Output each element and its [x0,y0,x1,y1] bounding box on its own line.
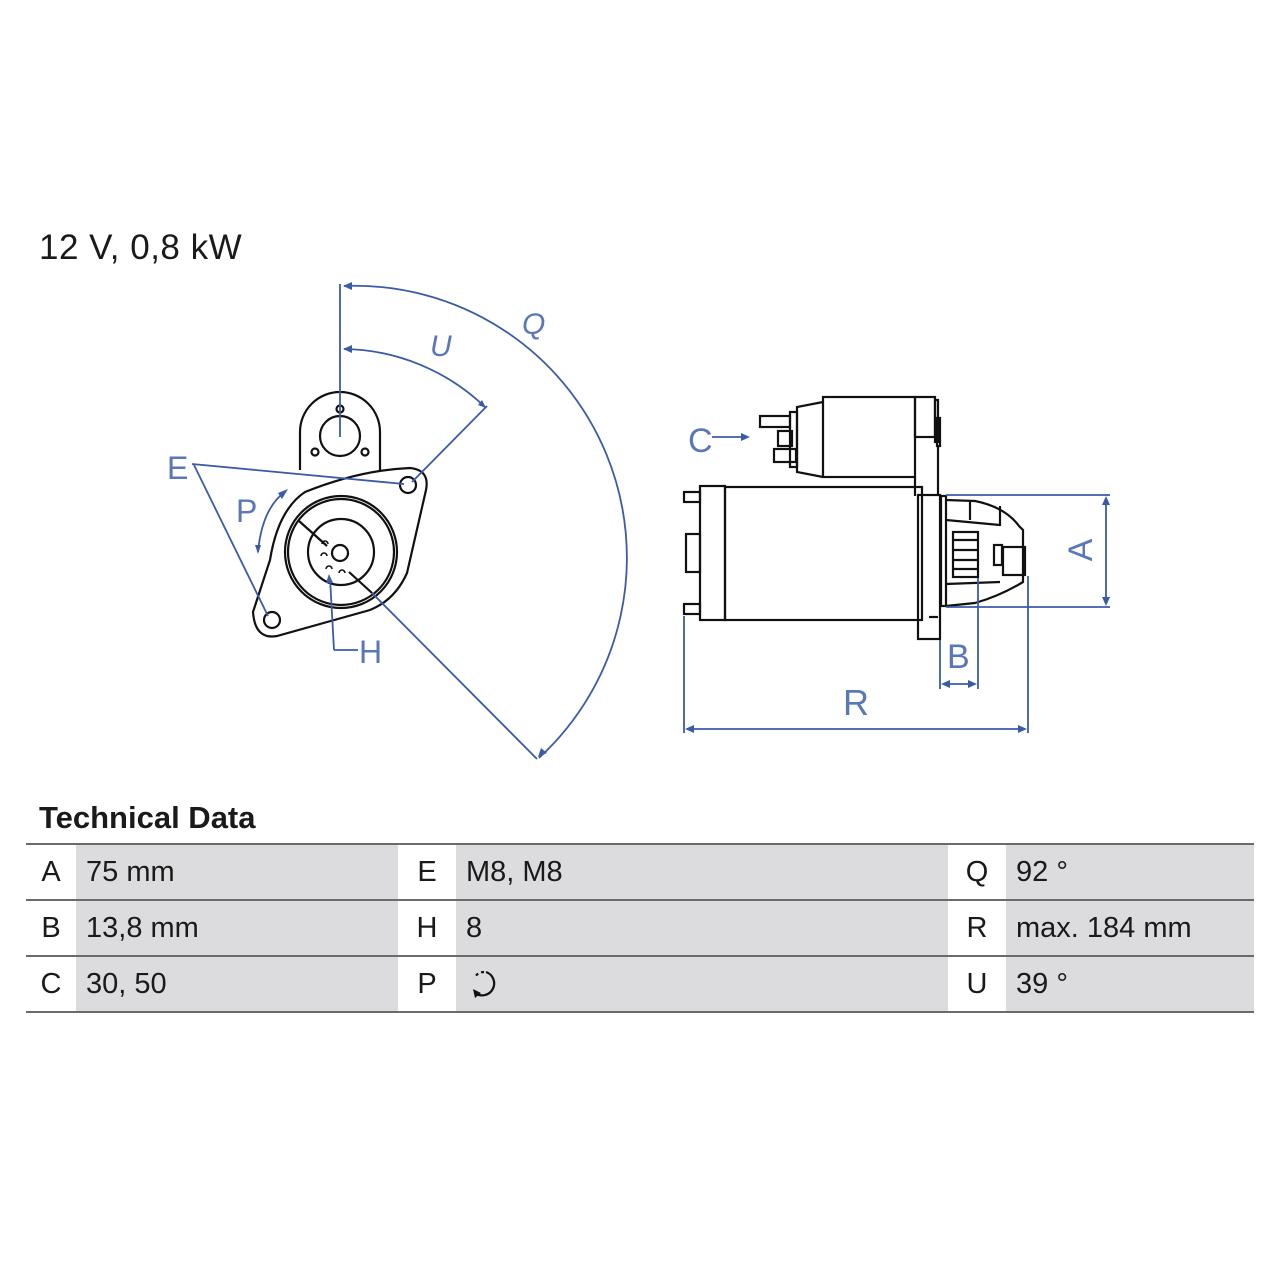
label-E: E [167,450,188,486]
spec-key: C [26,955,76,1013]
spec-key: Q [948,843,1006,901]
spec-value: 13,8 mm [76,899,398,957]
spec-key: U [948,955,1006,1013]
spec-key: B [26,899,76,957]
side-view-labels: C A B R [688,422,1100,723]
technical-data-table: A 75 mm E M8, M8 Q 92 ° B 13,8 mm H 8 R … [26,843,1254,1013]
rotation-direction-counterclockwise-icon [473,970,496,998]
spec-key: H [398,899,456,957]
front-view [251,390,428,638]
spec-value: M8, M8 [456,843,948,901]
table-row: A 75 mm E M8, M8 Q 92 ° [26,843,1254,901]
side-view [682,395,1027,641]
label-Q: Q [522,308,545,341]
label-R: R [843,682,869,723]
label-H: H [359,634,382,670]
table-row: B 13,8 mm H 8 R max. 184 mm [26,899,1254,957]
spec-key: P [398,955,456,1013]
spec-value: max. 184 mm [1006,899,1254,957]
table-row: C 30, 50 P U 39 ° [26,955,1254,1013]
side-view-dimensions [683,433,1110,733]
spec-key: A [26,843,76,901]
spec-key: R [948,899,1006,957]
label-A: A [1062,538,1100,561]
label-B: B [947,638,970,676]
product-voltage-power: 12 V, 0,8 kW [39,228,243,267]
label-U: U [430,330,452,363]
spec-value: 39 ° [1006,955,1254,1013]
label-C: C [688,422,713,460]
spec-value: 30, 50 [76,955,398,1013]
spec-key: E [398,843,456,901]
front-view-dimensions [191,282,628,760]
technical-data-heading: Technical Data [39,800,256,835]
starter-motor-technical-drawing: Q U E P H [167,282,1110,760]
spec-value-rotation [456,955,948,1013]
spec-value: 92 ° [1006,843,1254,901]
label-P: P [236,493,257,529]
spec-value: 8 [456,899,948,957]
spec-value: 75 mm [76,843,398,901]
front-view-labels: Q U E P H [167,308,545,670]
